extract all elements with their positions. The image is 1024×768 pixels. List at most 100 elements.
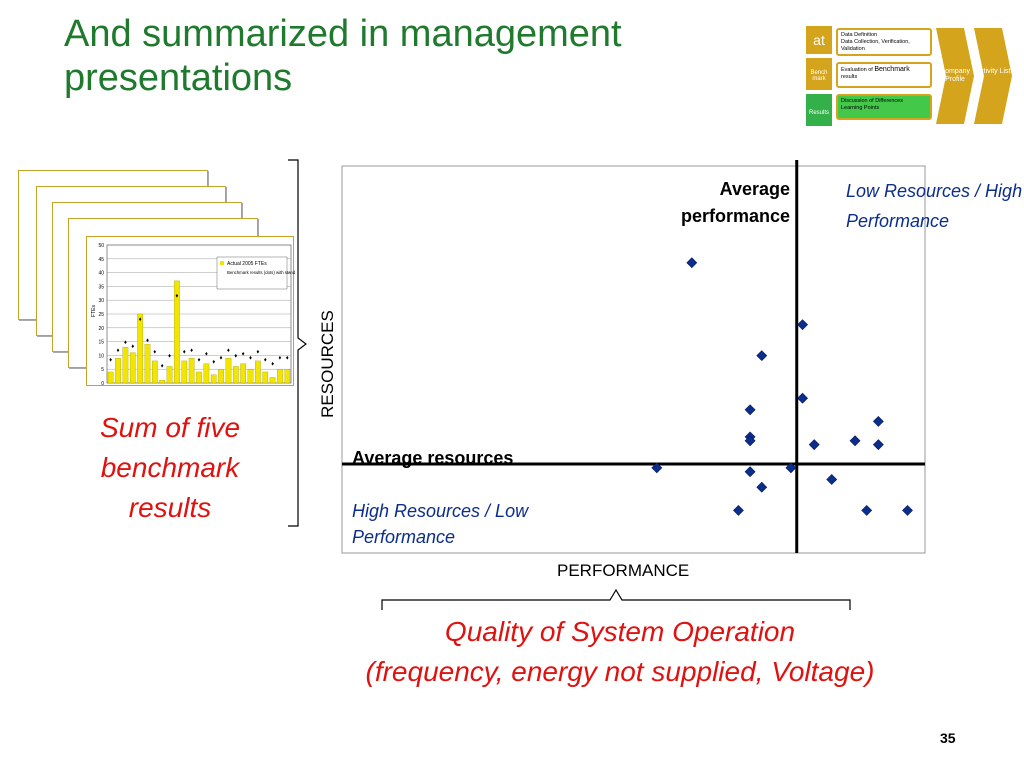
bottom-left-quadrant-label: High Resources / Low Performance xyxy=(352,501,529,547)
page-number: 35 xyxy=(940,730,956,746)
process-step-benchmark: Bench mark xyxy=(806,58,832,90)
process-box-benchmark-post: results xyxy=(841,74,858,80)
thumb-bar xyxy=(152,360,158,384)
thumb-dot: ♦ xyxy=(109,357,112,363)
thumb-legend-entry: Benchmark results (dots) with standard d… xyxy=(227,270,295,275)
avg-resources-label: Average resources xyxy=(352,448,514,468)
thumb-tick-label: 35 xyxy=(98,284,104,290)
benchmark-bar-chart: 50454035302520151050FTEs♦♦♦♦♦♦♦♦♦♦♦♦♦♦♦♦… xyxy=(91,243,321,387)
scatter-point xyxy=(872,439,884,451)
thumb-bar xyxy=(188,358,195,384)
thumb-legend-swatch xyxy=(220,261,224,265)
chevron-shape-icon xyxy=(974,28,1012,124)
plot-frame xyxy=(341,165,926,554)
thumb-dot: ♦ xyxy=(117,348,120,354)
thumb-bar xyxy=(203,363,210,384)
process-diagram: at Bench mark Results Data Definition Da… xyxy=(806,26,1012,130)
thumb-bar xyxy=(166,366,173,384)
thumb-dot: ♦ xyxy=(161,363,164,369)
thumb-tick-label: 50 xyxy=(98,243,104,249)
thumb-dot: ♦ xyxy=(190,348,193,354)
scatter-point xyxy=(797,392,808,404)
thumb-tick-label: 10 xyxy=(98,353,104,359)
process-step-results: Results xyxy=(806,94,832,126)
thumb-tick-label: 25 xyxy=(98,312,104,318)
y-axis-label: RESOURCES xyxy=(318,310,337,418)
thumb-dot: ♦ xyxy=(168,354,171,360)
thumb-dot: ♦ xyxy=(139,317,142,323)
thumb-dot: ♦ xyxy=(124,340,127,346)
chevron-company-profile: Company Profile xyxy=(936,28,974,124)
quality-caption: Quality of System Operation (frequency, … xyxy=(290,612,950,692)
thumb-legend xyxy=(216,256,288,290)
thumb-bar xyxy=(196,371,202,384)
thumb-tick-label: 15 xyxy=(98,340,104,346)
thumb-dot: ♦ xyxy=(175,294,178,300)
thumb-dot: ♦ xyxy=(183,350,186,356)
thumb-y-axis-label: FTEs xyxy=(91,305,97,317)
thumb-bar xyxy=(174,280,180,384)
thumb-bar xyxy=(181,360,188,384)
scatter-point xyxy=(849,435,861,447)
scatter-point xyxy=(872,415,884,427)
slide-title: And summarized in management presentatio… xyxy=(64,13,622,99)
thumb-dot: ♦ xyxy=(153,350,156,356)
x-axis-label: PERFORMANCE xyxy=(557,561,690,580)
process-step-a: at xyxy=(806,26,832,54)
process-box-results: Discussion of Differences Learning Point… xyxy=(836,94,932,120)
sum-caption: Sum of five benchmark results xyxy=(99,412,241,523)
bottom-brace-icon xyxy=(381,588,851,610)
thumb-bar xyxy=(262,371,269,384)
scatter-point xyxy=(686,257,698,269)
thumb-bar xyxy=(277,369,283,384)
thumb-dot: ♦ xyxy=(234,354,237,360)
chevron-company-profile-label: Company Profile xyxy=(940,68,970,83)
process-box-benchmark-pre: Evaluation of xyxy=(841,67,873,73)
thumb-bar xyxy=(115,358,121,384)
thumb-bar xyxy=(107,371,114,384)
thumb-bar xyxy=(240,363,246,384)
thumb-dot: ♦ xyxy=(146,338,149,344)
thumb-dot: ♦ xyxy=(271,361,274,367)
process-box-results-line1: Discussion of Differences xyxy=(841,98,903,104)
thumb-bar xyxy=(284,369,291,384)
chevron-activity-list: Activity List xyxy=(974,28,1012,124)
thumb-bar xyxy=(159,380,166,384)
scatter-point xyxy=(797,319,808,331)
scatter-point xyxy=(744,404,756,416)
thumb-bar xyxy=(210,374,217,384)
thumb-tick-label: 0 xyxy=(101,381,104,387)
scatter-point xyxy=(733,505,744,516)
thumb-dot: ♦ xyxy=(286,356,289,362)
thumb-dot: ♦ xyxy=(256,350,259,356)
thumb-tick-label: 20 xyxy=(98,326,104,332)
thumb-bar xyxy=(137,313,143,384)
scatter-point xyxy=(902,505,913,516)
thumb-tick-label: 45 xyxy=(98,257,104,263)
avg-performance-label: Average performance xyxy=(680,179,790,226)
scatter-point xyxy=(744,466,756,478)
thumb-bar xyxy=(218,369,224,384)
process-box-data-line1: Data Definition xyxy=(841,32,878,38)
thumb-tick-label: 40 xyxy=(98,271,104,277)
scatter-point xyxy=(756,481,768,493)
thumb-bar xyxy=(144,344,151,384)
process-box-data-line2: Data Collection, Verification, Validatio… xyxy=(841,39,910,52)
scatter-point xyxy=(744,435,756,447)
quality-caption-line2: (frequency, energy not supplied, Voltage… xyxy=(365,656,875,687)
thumb-dot: ♦ xyxy=(205,352,208,358)
quality-caption-line1: Quality of System Operation xyxy=(444,616,796,647)
thumb-tick-label: 30 xyxy=(98,298,104,304)
scatter-point xyxy=(651,462,663,474)
chevron-shape-icon xyxy=(936,28,974,124)
process-box-benchmark: Evaluation of Benchmark results xyxy=(836,62,932,88)
process-box-data: Data Definition Data Collection, Verific… xyxy=(836,28,932,56)
thumb-dot: ♦ xyxy=(197,357,200,363)
left-brace-icon xyxy=(288,159,307,527)
thumb-dot: ♦ xyxy=(242,352,245,358)
thumb-bar xyxy=(269,377,276,384)
thumb-dot: ♦ xyxy=(249,356,252,362)
thumb-dot: ♦ xyxy=(212,359,215,365)
chevron-activity-list-label: Activity List xyxy=(975,68,1011,75)
scatter-point xyxy=(756,350,768,362)
